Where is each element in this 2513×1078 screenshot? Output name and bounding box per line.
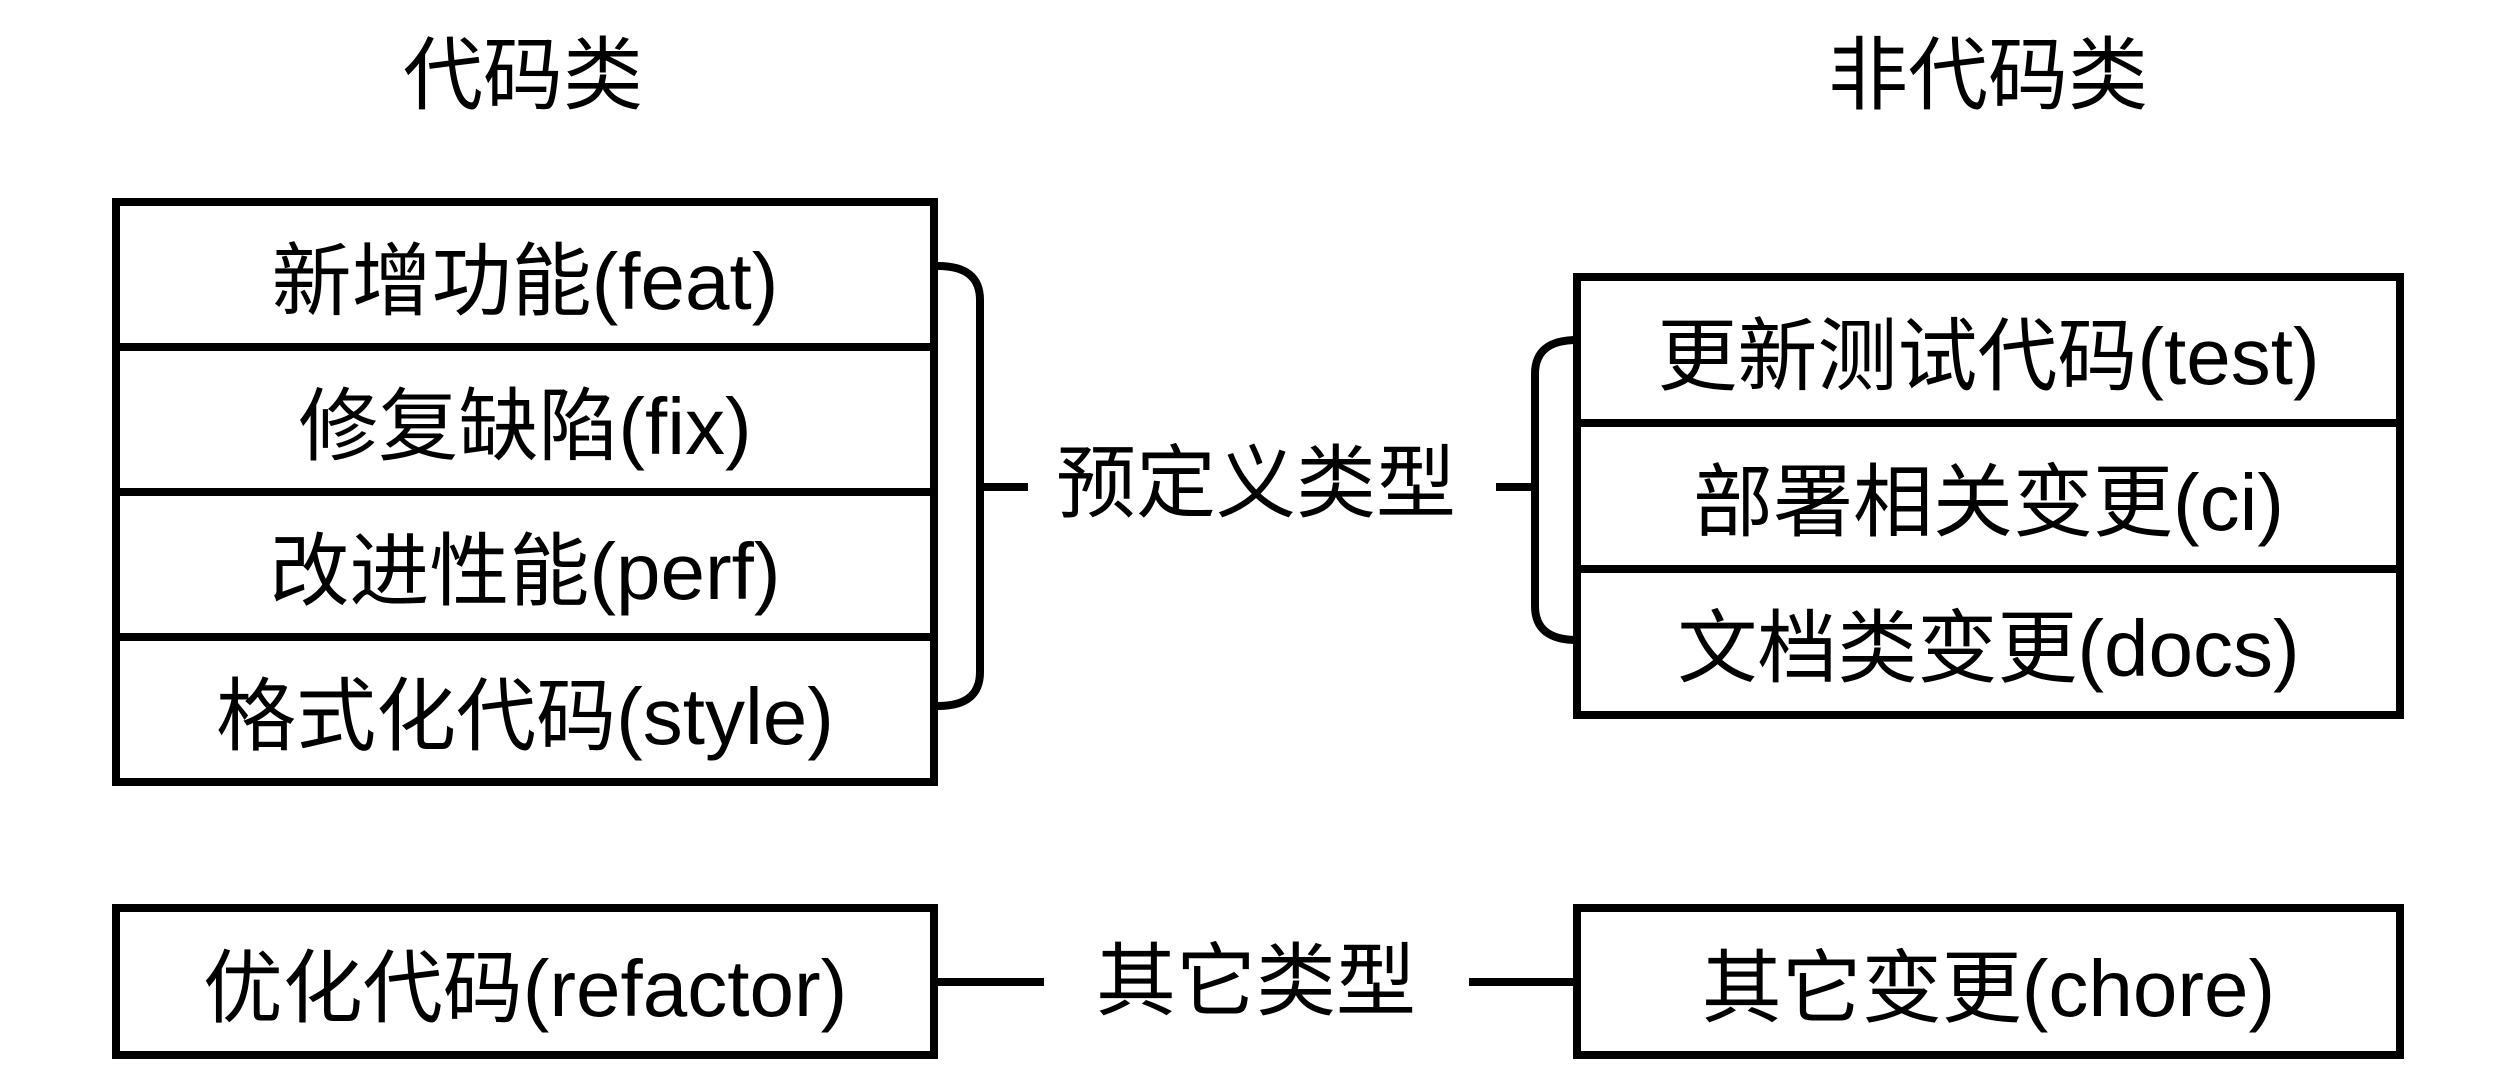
right-bracket: [1531, 336, 1578, 644]
type-row-style: 格式化代码(style): [120, 633, 930, 778]
type-row-perf: 改进性能(perf): [120, 488, 930, 633]
title-non-code-category: 非代码类: [1828, 31, 2148, 120]
predefined-code-types-box: 新增功能(feat) 修复缺陷(fix) 改进性能(perf) 格式化代码(st…: [112, 198, 938, 786]
type-row-fix: 修复缺陷(fix): [120, 343, 930, 488]
type-row-docs: 文档类变更(docs): [1581, 565, 2396, 711]
label-other-types: 其它类型: [1096, 937, 1416, 1026]
type-row-ci: 部署相关变更(ci): [1581, 419, 2396, 565]
box-refactor: 优化代码(refactor): [112, 904, 938, 1059]
box-chore: 其它变更(chore): [1573, 904, 2404, 1059]
predefined-non-code-types-box: 更新测试代码(test) 部署相关变更(ci) 文档类变更(docs): [1573, 273, 2404, 719]
left-bracket: [937, 262, 984, 710]
type-row-test: 更新测试代码(test): [1657, 312, 2320, 401]
label-predefined-types: 预定义类型: [1056, 439, 1456, 528]
title-code-category: 代码类: [403, 31, 643, 120]
type-row-feat: 新增功能(feat): [271, 236, 779, 326]
